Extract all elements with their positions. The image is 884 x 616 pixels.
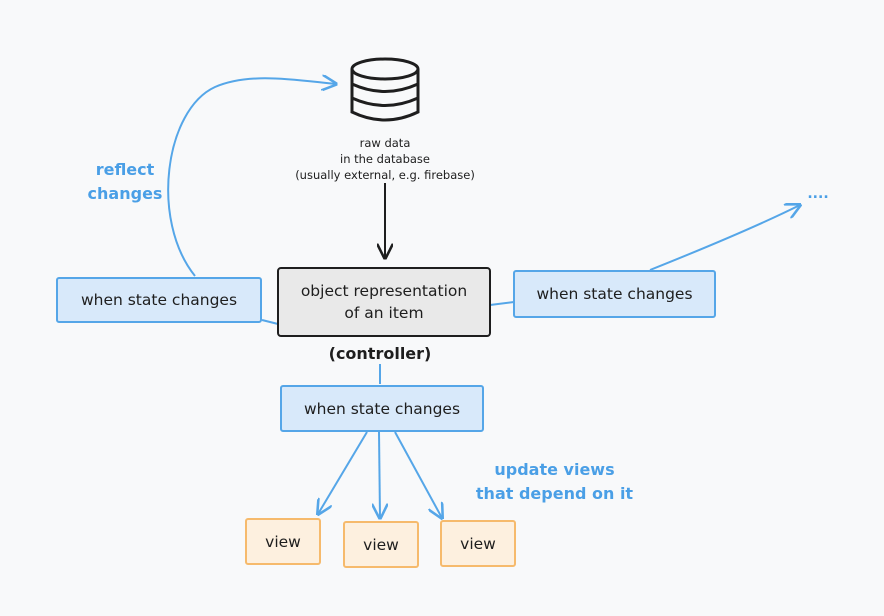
controller-caption: (controller) [328, 344, 432, 363]
database-icon [350, 57, 420, 122]
view-box-1: view [245, 518, 321, 565]
view-box-2: view [343, 521, 419, 568]
reflect-changes-label: reflect changes [87, 160, 163, 203]
right-state-box: when state changes [513, 270, 716, 318]
database-label: raw data in the database (usually extern… [295, 136, 475, 182]
view-box-3: view [440, 520, 516, 567]
ellipsis-label: .... [807, 186, 829, 202]
state-to-view-1-arrow [318, 431, 368, 514]
controller-box-text: object representation of an item [300, 282, 468, 322]
controller-box: object representation of an item [277, 267, 491, 337]
right-to-ellipsis-arrow [649, 205, 800, 271]
state-to-view-2-arrow [379, 431, 380, 518]
controller-to-left-state-line [261, 319, 279, 325]
update-views-label: update views that depend on it [475, 460, 634, 503]
bottom-state-box: when state changes [280, 385, 484, 432]
left-state-box: when state changes [56, 277, 262, 323]
controller-to-right-state-line [489, 301, 515, 306]
state-to-view-3-arrow [394, 431, 442, 518]
reflect-changes-arrow [167, 78, 336, 277]
